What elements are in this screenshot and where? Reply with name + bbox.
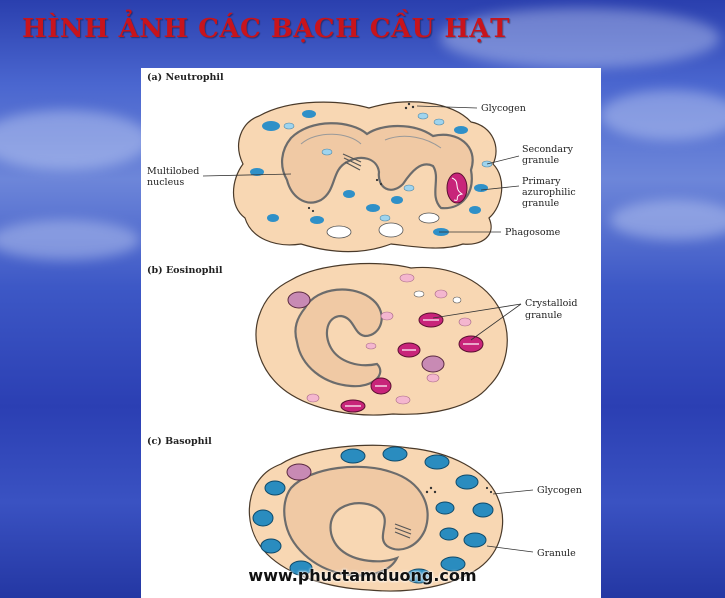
cloud-decoration (440, 8, 720, 68)
multilobed-nucleus-label: Multilobed (147, 166, 199, 177)
phagosomes (326, 212, 440, 239)
basophil-glycogen-label: Glycogen (537, 485, 582, 496)
primary-granule-label: azurophilic (522, 187, 576, 198)
neutrophil-nucleus (281, 122, 474, 210)
watermark: www.phuctamduong.com (248, 566, 477, 585)
basophil-nucleus (283, 465, 429, 577)
neutrophil-glycogen-label: Glycogen (481, 103, 526, 114)
granulocyte-diagram: (a) Neutrophil (147, 72, 582, 592)
eosinophil-leader-lines (432, 303, 522, 341)
eosinophil-vesicles (413, 290, 462, 304)
cloud-decoration (610, 200, 725, 240)
nucleus-outline (300, 133, 362, 145)
basophil-granule-label: Granule (537, 548, 576, 559)
neutrophil-leader-lines (202, 105, 520, 233)
cloud-decoration (0, 220, 140, 260)
secondary-granule-label: Secondary (522, 144, 574, 155)
glycogen-particles (307, 102, 415, 213)
crystalloid-granule-label: granule (525, 310, 563, 321)
basophil-mitochondrion (286, 463, 312, 481)
primary-azurophilic-granules (250, 110, 488, 236)
eosinophil-mitochondria (287, 291, 445, 373)
secondary-granules (283, 112, 493, 222)
basophil-panel: (c) Basophil Glycogen Granule (147, 436, 582, 592)
eosinophil-panel: (b) Eosinophil Crysta (147, 262, 577, 416)
basophil-granules (252, 446, 494, 584)
crystalloid-granule-label: Crystalloid (525, 298, 577, 309)
slide-title: HÌNH ẢNH CÁC BẠCH CẦU HẠT (22, 14, 510, 44)
multilobed-nucleus-label: nucleus (147, 177, 184, 188)
neutrophil-panel: (a) Neutrophil (147, 72, 576, 253)
nucleus-outline (384, 135, 442, 149)
basophil-golgi (394, 523, 412, 539)
neutrophil-heading: (a) Neutrophil (147, 72, 224, 83)
primary-granule-label: granule (522, 198, 560, 209)
primary-granule-label: Primary (522, 176, 561, 187)
basophil-leader-lines (486, 489, 534, 553)
golgi-complex (342, 153, 362, 171)
mitochondrion (446, 172, 468, 204)
cloud-decoration (600, 90, 725, 140)
eosinophil-pink-granules (306, 273, 472, 405)
cloud-decoration (0, 110, 150, 170)
granulocyte-figure: (a) Neutrophil (141, 68, 601, 598)
phagosome-label: Phagosome (505, 227, 561, 238)
basophil-glycogen-particles (425, 486, 493, 494)
eosinophil-heading: (b) Eosinophil (147, 265, 223, 276)
eosinophil-nucleus (294, 288, 383, 388)
crystalloid-cores (345, 319, 479, 407)
basophil-heading: (c) Basophil (147, 436, 212, 447)
secondary-granule-label: granule (522, 155, 560, 166)
